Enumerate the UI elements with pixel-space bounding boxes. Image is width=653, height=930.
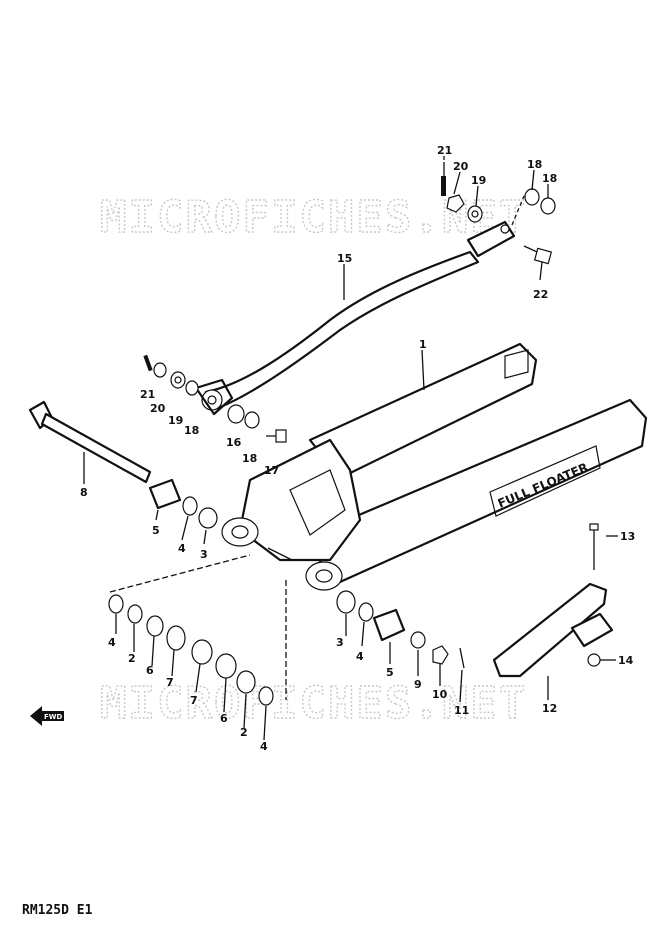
- callout-18: 18: [542, 172, 557, 185]
- callout-3: 3: [336, 636, 344, 649]
- callout-1: 1: [419, 338, 427, 351]
- callout-4: 4: [178, 542, 186, 555]
- callout-5: 5: [386, 666, 394, 679]
- part-12-chain-guide: [492, 523, 614, 678]
- callout-7: 7: [190, 694, 198, 707]
- callout-2: 2: [240, 726, 248, 739]
- callout-19: 19: [471, 174, 486, 187]
- lower-right-hardware: [336, 590, 465, 669]
- model-caption: RM125D E1: [22, 903, 93, 918]
- callout-13: 13: [620, 530, 635, 543]
- callout-6: 6: [146, 664, 154, 677]
- callouts: 21 20 19 18 18 22 15 1 21 20 19 18 16 18…: [80, 144, 635, 753]
- callout-12: 12: [542, 702, 557, 715]
- fwd-arrow-icon: FWD: [30, 706, 64, 726]
- callout-9: 9: [414, 678, 422, 691]
- lower-left-hardware: [108, 554, 287, 706]
- callout-17: 17: [264, 464, 279, 477]
- callout-18: 18: [527, 158, 542, 171]
- callout-20: 20: [453, 160, 469, 173]
- callout-21: 21: [140, 388, 155, 401]
- callout-4: 4: [356, 650, 364, 663]
- callout-14: 14: [618, 654, 634, 667]
- part-8-axle: [28, 400, 152, 484]
- callout-7: 7: [166, 676, 174, 689]
- callout-11: 11: [454, 704, 469, 717]
- callout-18: 18: [184, 424, 199, 437]
- callout-4: 4: [260, 740, 268, 753]
- watermark-bottom: MICROFICHES.NET: [100, 678, 527, 729]
- callout-18: 18: [242, 452, 257, 465]
- callout-8: 8: [80, 486, 88, 499]
- callout-2: 2: [128, 652, 136, 665]
- callout-6: 6: [220, 712, 228, 725]
- front-bushings: [148, 478, 218, 529]
- left-hardware: [143, 354, 287, 443]
- watermark-top: MICROFICHES.NET: [100, 192, 527, 243]
- callout-16: 16: [226, 436, 242, 449]
- callout-22: 22: [533, 288, 548, 301]
- part-15-rod: [194, 220, 516, 416]
- leader-lines: [83, 156, 618, 741]
- callout-4: 4: [108, 636, 116, 649]
- callout-10: 10: [432, 688, 448, 701]
- callout-3: 3: [200, 548, 208, 561]
- callout-15: 15: [337, 252, 352, 265]
- fwd-label: FWD: [44, 713, 63, 721]
- part-1-swingarm: FULL FLOATER: [221, 342, 648, 591]
- callout-19: 19: [168, 414, 183, 427]
- top-hardware: [441, 162, 556, 265]
- callout-20: 20: [150, 402, 166, 415]
- callout-5: 5: [152, 524, 160, 537]
- callout-21: 21: [437, 144, 452, 157]
